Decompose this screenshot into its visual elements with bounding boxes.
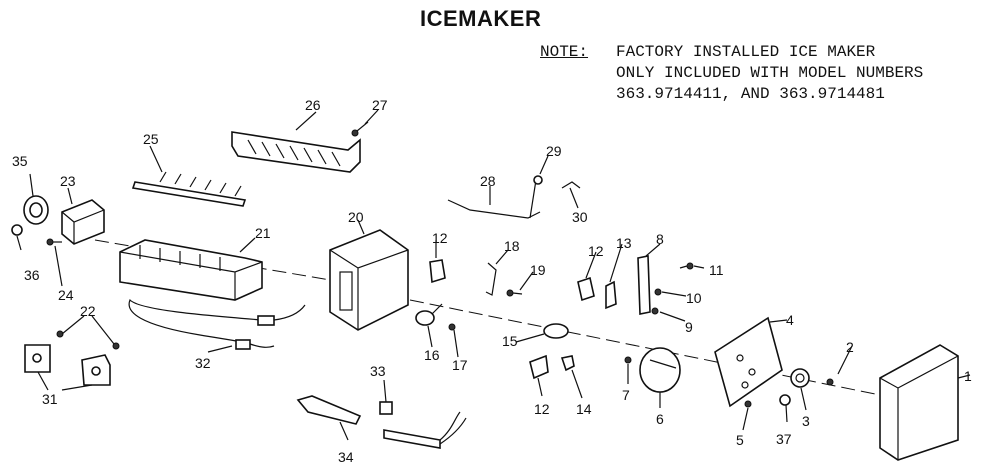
part-11-screw <box>679 262 694 270</box>
callout-9: 9 <box>685 319 693 335</box>
part-28-shutoff-arm <box>447 179 541 219</box>
callout-1: 1 <box>964 368 972 384</box>
note-line-1: FACTORY INSTALLED ICE MAKER <box>616 43 876 61</box>
part-18-lever <box>485 262 497 296</box>
callout-32: 32 <box>195 355 211 371</box>
callout-37: 37 <box>776 431 792 447</box>
part-15-gear <box>543 323 569 339</box>
part-5-screw <box>744 400 752 408</box>
callout-4: 4 <box>786 312 794 328</box>
callout-2: 2 <box>846 339 854 355</box>
callout-24: 24 <box>58 287 74 303</box>
part-31-brackets <box>24 344 111 386</box>
callout-29: 29 <box>546 143 562 159</box>
part-20-housing <box>329 229 409 331</box>
part-19-screw <box>506 289 523 297</box>
callout-25: 25 <box>143 131 159 147</box>
callout-33: 33 <box>370 363 386 379</box>
callout-5: 5 <box>736 432 744 448</box>
part-34-harness <box>296 395 467 449</box>
callout-34: 34 <box>338 449 354 465</box>
callout-26: 26 <box>305 97 321 113</box>
note-line-2: ONLY INCLUDED WITH MODEL NUMBERS <box>616 64 924 82</box>
part-12-a <box>429 259 446 284</box>
part-22-screws <box>56 330 120 350</box>
callout-19: 19 <box>530 262 546 278</box>
note-block: NOTE: FACTORY INSTALLED ICE MAKER ONLY I… <box>540 42 923 103</box>
part-24-screw <box>46 238 62 246</box>
callout-8: 8 <box>656 231 664 247</box>
part-12-b <box>577 276 595 302</box>
part-32-heater <box>128 298 306 350</box>
callout-23: 23 <box>60 173 76 189</box>
part-13-plate <box>605 280 617 310</box>
callout-15: 15 <box>502 333 518 349</box>
callout-18: 18 <box>504 238 520 254</box>
part-7-screw <box>624 356 632 364</box>
callout-13: 13 <box>616 235 632 251</box>
part-2-screw <box>826 378 834 386</box>
callout-28: 28 <box>480 173 496 189</box>
part-17-screw <box>448 323 456 331</box>
part-4-mounting-plate <box>714 316 783 408</box>
callout-30: 30 <box>572 209 588 225</box>
callout-14: 14 <box>576 401 592 417</box>
callout-20: 20 <box>348 209 364 225</box>
part-16-switch <box>415 303 443 326</box>
part-6-motor <box>639 347 681 393</box>
callout-7: 7 <box>622 387 630 403</box>
callout-12-c: 12 <box>534 401 550 417</box>
part-8-bracket <box>637 255 651 315</box>
part-26-stripper <box>231 131 361 173</box>
callout-35: 35 <box>12 153 28 169</box>
part-36-nut <box>11 224 23 236</box>
part-37-nut <box>779 394 791 406</box>
callout-11: 11 <box>709 262 724 278</box>
callout-17: 17 <box>452 357 468 373</box>
part-3-gear <box>790 368 810 388</box>
part-23-block <box>61 199 105 245</box>
part-12-c <box>529 354 549 380</box>
callout-31: 31 <box>42 391 58 407</box>
callout-12-b: 12 <box>588 243 604 259</box>
part-29-spring <box>533 175 543 185</box>
part-14-clip <box>560 355 575 372</box>
callout-12-a: 12 <box>432 230 448 246</box>
callout-16: 16 <box>424 347 440 363</box>
callout-10: 10 <box>686 290 702 306</box>
diagram-title: ICEMAKER <box>420 6 542 31</box>
part-33-clamp <box>379 401 393 415</box>
note-label: NOTE: <box>540 43 589 61</box>
part-10-screw <box>654 288 662 296</box>
callout-22: 22 <box>80 303 96 319</box>
callout-36: 36 <box>24 267 40 283</box>
callout-21: 21 <box>255 225 271 241</box>
part-30-clip <box>561 181 581 189</box>
note-line-3: 363.9714411, AND 363.9714481 <box>616 85 885 103</box>
callout-27: 27 <box>372 97 388 113</box>
part-21-mold <box>119 239 263 301</box>
part-1-cover <box>879 344 959 461</box>
part-9-screw <box>651 307 659 315</box>
callout-3: 3 <box>802 413 810 429</box>
part-25-ejector <box>131 171 247 207</box>
callout-6: 6 <box>656 411 664 427</box>
part-35-seal <box>23 195 49 225</box>
